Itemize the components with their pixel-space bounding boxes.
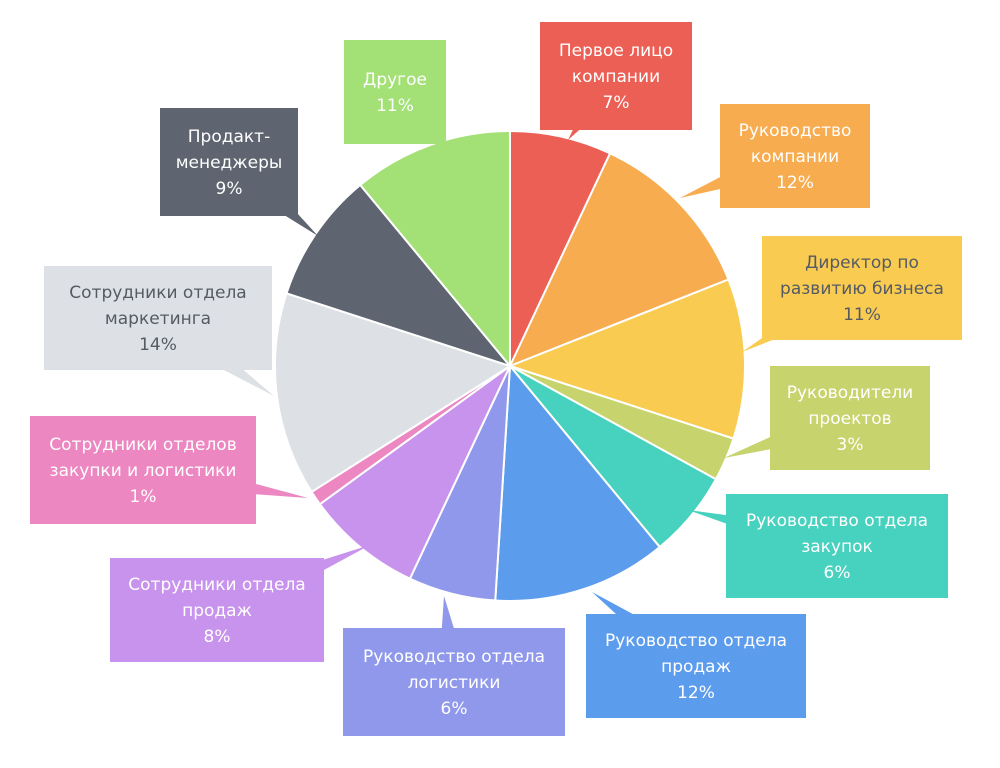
slice-label: проектов [808,409,891,429]
slice-label: маркетинга [105,309,211,329]
callout-box [720,104,870,208]
callout-box [44,266,272,370]
slice-label: закупок [801,537,873,557]
slice-label: продаж [661,657,731,677]
pie-slice [273,292,513,494]
slice-label: компании [572,67,660,87]
slice-callout: Руководство компании 12% [680,104,870,208]
slice-callout: Другое 11% [344,40,446,144]
slice-label: Сотрудники отдела [128,575,305,595]
callout-box [540,22,692,130]
slice-callout: Продакт-менеджеры 9% [160,108,318,236]
callout-box [586,614,806,718]
slice-label: закупки и логистики [50,461,237,481]
slice-callout: Сотрудники отделов закупки и логистики 1% [30,416,308,524]
slice-label: Первое лицо [559,41,673,61]
slice-callout: Руководство отдела закупок 6% [688,494,948,598]
slice-callout: Первое лицо компании 7% [540,22,692,140]
callout-box [770,366,930,470]
slice-label: Продакт- [188,127,270,147]
pie-slice [358,129,511,369]
slice-callout: Руководство отдела логистики 6% [343,596,565,736]
pie-slice [507,278,746,440]
slice-callout: Директор по развитию бизнеса 11% [742,236,962,352]
slice-callout: Сотрудники отдела маркетинга 14% [44,266,274,396]
callout-box [344,40,446,144]
callout-box [30,416,256,524]
callout-box [726,494,948,598]
slice-label: Руководство [739,121,852,141]
slice-label: Сотрудники отдела [69,283,246,303]
pie-slices [273,129,746,602]
slice-label: Руководители [787,383,913,403]
slice-value-label: 11% [843,305,881,325]
slice-value-label: 6% [441,699,468,719]
slice-callout: Сотрудники отдела продаж 8% [110,545,370,662]
pie-slice [494,363,662,602]
slice-value-label: 9% [216,179,243,199]
slice-value-label: 3% [837,435,864,455]
slice-callout: Руководство отдела продаж 12% [586,592,806,718]
pie-slice [509,129,612,367]
slice-label: развитию бизнеса [780,279,944,299]
pie-slice [508,152,730,368]
slice-label: логистики [408,673,501,693]
slice-callout: Руководители проектов 3% [724,366,930,470]
slice-label: компании [751,147,839,167]
slice-value-label: 12% [677,683,715,703]
callout-box [110,558,324,662]
slice-label: менеджеры [176,153,283,173]
slice-value-label: 11% [376,96,414,116]
slice-label: продаж [182,601,252,621]
slice-label: Руководство отдела [605,631,787,651]
pie-callouts: Первое лицо компании 7% Руководство компании… [30,22,962,736]
callout-box [343,628,565,736]
slice-label: Руководство отдела [363,647,545,667]
pie-slice [318,365,511,580]
slice-value-label: 12% [776,173,814,193]
slice-value-label: 6% [824,563,851,583]
slice-label: Другое [363,70,427,90]
callout-box [160,108,298,216]
slice-value-label: 7% [603,93,630,113]
slice-label: Сотрудники отделов [49,435,236,455]
slice-value-label: 1% [130,487,157,507]
slice-value-label: 8% [204,627,231,647]
callout-box [762,236,962,340]
slice-label: Руководство отдела [746,511,928,531]
slice-label: Директор по [805,253,919,273]
slice-value-label: 14% [139,335,177,355]
